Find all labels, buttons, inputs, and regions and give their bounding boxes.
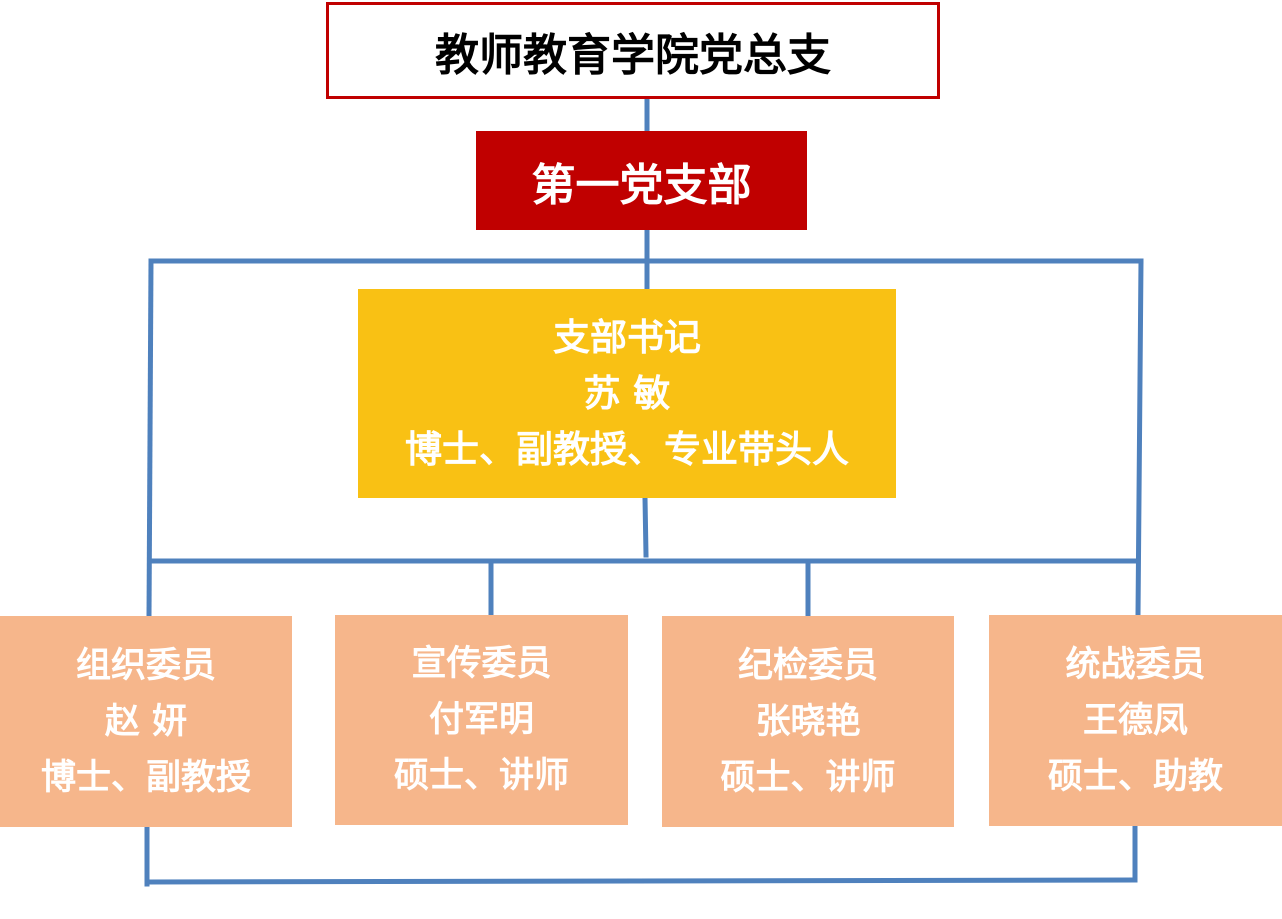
member-name: 付军明 [428,700,534,740]
secretary-role: 支部书记 [553,315,701,359]
member-node-organization: 组织委员 赵 妍 博士、副教授 [0,616,292,827]
connector-secretary-down [642,495,649,558]
branch-node-first-party-branch: 第一党支部 [476,131,807,230]
connector-left-vertical [146,258,154,619]
member-role: 纪检委员 [737,645,878,686]
root-title: 教师教育学院党总支 [435,29,831,81]
member-node-discipline: 纪检委员 张晓艳 硕士、讲师 [662,616,954,827]
member-node-publicity: 宣传委员 付军明 硕士、讲师 [335,615,628,825]
branch-title: 第一党支部 [531,159,752,211]
member-role: 宣传委员 [411,644,552,684]
secretary-credentials: 博士、副教授、专业带头人 [405,427,849,471]
member-name: 张晓艳 [755,701,861,742]
root-node-party-general-branch: 教师教育学院党总支 [326,2,940,99]
member-role: 组织委员 [75,645,216,686]
member-role: 统战委员 [1065,644,1206,685]
secretary-name: 苏 敏 [583,371,671,415]
connector-right-vertical [1135,258,1144,618]
member-node-united-front: 统战委员 王德凤 硕士、助教 [989,615,1282,826]
connector-bottom-horizontal [144,877,1138,885]
member-credentials: 硕士、讲师 [393,756,569,796]
member-credentials: 博士、副教授 [40,757,251,798]
secretary-node: 支部书记 苏 敏 博士、副教授、专业带头人 [358,289,896,498]
member-name: 王德凤 [1082,700,1188,741]
member-credentials: 硕士、助教 [1047,756,1223,797]
member-name: 赵 妍 [104,701,188,742]
member-credentials: 硕士、讲师 [720,757,896,798]
